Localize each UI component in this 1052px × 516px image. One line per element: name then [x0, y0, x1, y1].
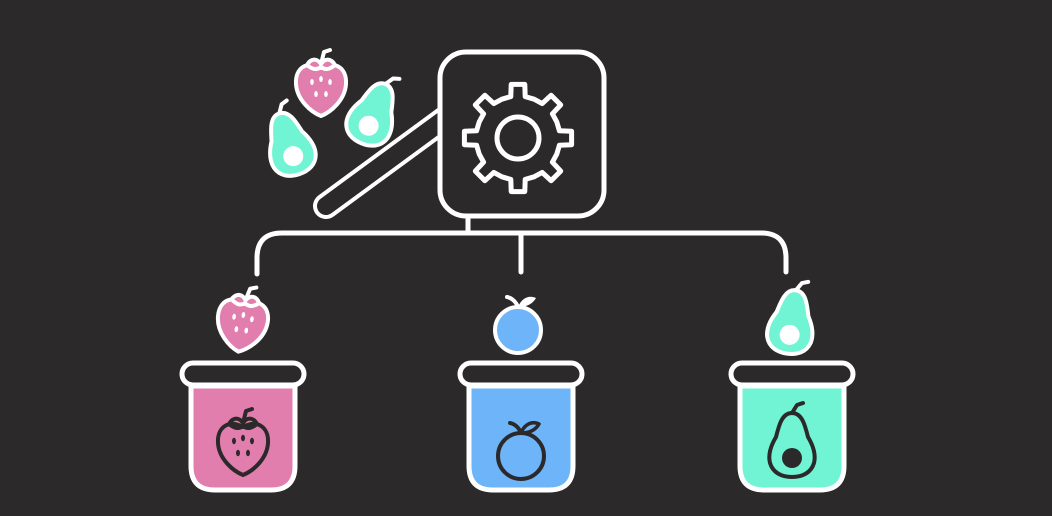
gear-icon	[461, 81, 575, 195]
bin-avocado	[728, 360, 856, 493]
bin-strawberry	[179, 360, 307, 493]
bin-body-avocado	[737, 383, 847, 493]
bin-body-orange	[466, 383, 576, 493]
distribution-connectors	[254, 213, 789, 277]
falling-strawberry-icon	[211, 280, 275, 358]
bin-rim-avocado	[728, 360, 856, 388]
bin-rim-strawberry	[179, 360, 307, 388]
bin-orange	[457, 360, 585, 493]
falling-avocado-icon	[762, 275, 822, 359]
falling-orange-icon	[493, 294, 543, 355]
intake-strawberry-icon	[293, 48, 349, 118]
intake-chute	[313, 105, 459, 219]
bin-rim-orange	[457, 360, 585, 388]
